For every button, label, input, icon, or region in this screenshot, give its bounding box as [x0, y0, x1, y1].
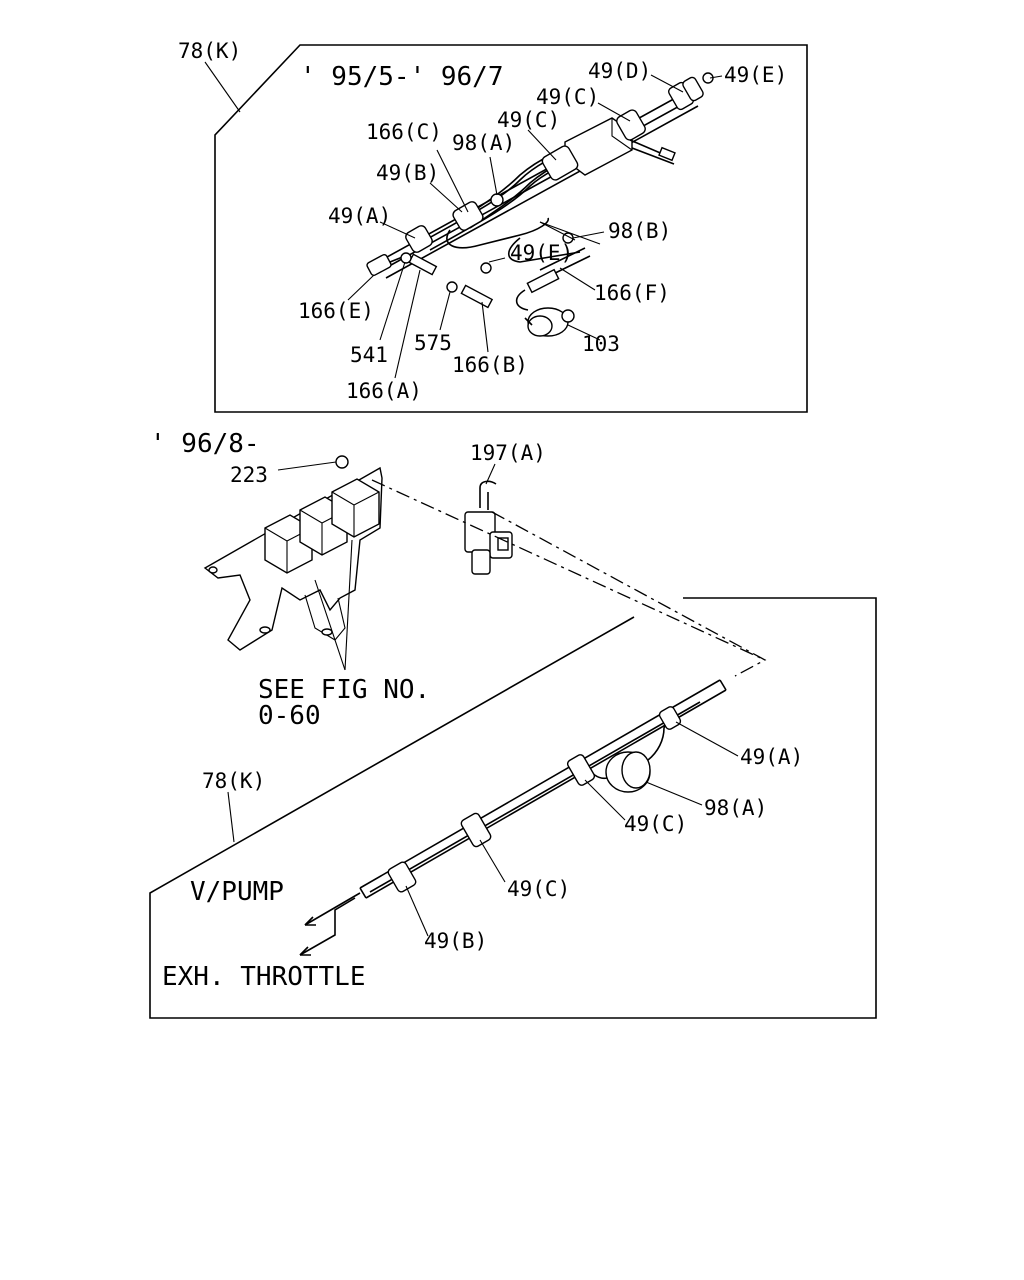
bottom-callout-49c-a: 49(C) — [624, 812, 687, 836]
top-fitting-541 — [400, 252, 412, 264]
see-fig-line-1: SEE FIG NO. — [258, 675, 430, 705]
bottom-callout-49a: 49(A) — [740, 745, 803, 769]
top-fitting-575 — [446, 281, 458, 293]
bottom-panel-frame — [149, 597, 877, 1019]
top-callout-49a: 49(A) — [328, 204, 391, 228]
bottom-clamp-49a — [658, 706, 682, 730]
top-callout-49e: 49(E) — [724, 63, 787, 87]
bottom-clamp-49c-a — [566, 754, 596, 786]
top-leaders — [347, 74, 723, 379]
top-callout-541: 541 — [350, 343, 388, 367]
see-fig-line-2: 0-60 — [258, 701, 321, 731]
bottom-callout-223: 223 — [230, 463, 268, 487]
top-clip-98a — [490, 193, 504, 207]
top-panel-frame — [214, 44, 808, 413]
solenoid-valve-197a — [464, 463, 513, 575]
top-callout-166a: 166(A) — [346, 379, 422, 403]
top-clamp-49d — [667, 76, 704, 111]
top-callout-49c-b: 49(C) — [497, 108, 560, 132]
bottom-callout-98a: 98(A) — [704, 796, 767, 820]
top-vacuum-valve-103 — [524, 307, 575, 337]
top-callout-166b: 166(B) — [452, 353, 528, 377]
bottom-section: ' 96/8- 78(K) — [149, 429, 877, 1019]
top-clamp-49e-mid — [480, 262, 492, 274]
top-callout-98b: 98(B) — [608, 219, 671, 243]
top-hose-166b — [460, 284, 494, 309]
bottom-callout-49c-b: 49(C) — [507, 877, 570, 901]
top-callout-49b: 49(B) — [376, 161, 439, 185]
top-callout-49c-a: 49(C) — [536, 85, 599, 109]
top-callout-98a: 98(A) — [452, 131, 515, 155]
top-callout-166e: 166(E) — [298, 299, 374, 323]
top-frame-leader — [204, 61, 241, 113]
top-clamp-49b — [452, 201, 484, 231]
top-clamp-49a — [405, 225, 433, 253]
relay-bracket-assembly — [203, 455, 383, 651]
canister-98a — [585, 719, 669, 793]
top-callout-575: 575 — [414, 331, 452, 355]
top-connector-166e — [366, 254, 406, 276]
outlet-arrows — [299, 892, 361, 956]
top-callout-49d: 49(D) — [588, 59, 651, 83]
bottom-callout-197a: 197(A) — [470, 441, 546, 465]
dash-line-lower — [491, 511, 767, 677]
top-period-label: ' 95/5-' 96/7 — [300, 62, 504, 92]
bottom-leaders — [314, 539, 739, 937]
vpump-label: V/PUMP — [190, 877, 284, 907]
bolt-223 — [335, 455, 349, 469]
bottom-clamp-49b — [387, 861, 417, 893]
exh-throttle-label: EXH. THROTTLE — [162, 962, 366, 992]
dash-line-upper — [371, 479, 766, 661]
top-callout-103: 103 — [582, 332, 620, 356]
top-callout-49e-mid: 49(E) — [510, 241, 573, 265]
top-frame-ref: 78(K) — [178, 39, 241, 63]
bottom-callout-49b: 49(B) — [424, 929, 487, 953]
relay-3 — [331, 478, 380, 538]
top-callout-166f: 166(F) — [594, 281, 670, 305]
bottom-clamp-49c-b — [460, 812, 492, 848]
bottom-frame-leader — [227, 791, 235, 843]
top-callout-166c: 166(C) — [366, 120, 442, 144]
bottom-frame-ref: 78(K) — [202, 769, 265, 793]
bottom-period-label: ' 96/8- — [150, 429, 260, 459]
top-panel: 78(K) ' 95/5-' 96/7 — [178, 39, 808, 413]
top-hose-166f — [446, 217, 549, 249]
